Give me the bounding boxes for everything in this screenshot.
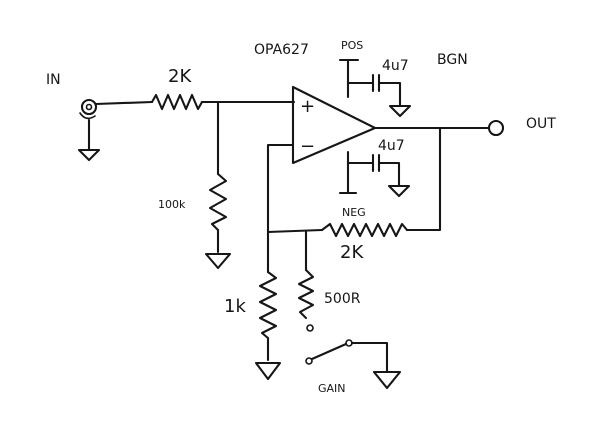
switch-resistor xyxy=(297,268,315,320)
noninverting-input-sign: + xyxy=(300,96,315,117)
input-resistor xyxy=(150,93,204,111)
switch-ground-symbol xyxy=(372,370,402,390)
wire-feedback-return xyxy=(405,126,442,232)
pulldown-ground-symbol xyxy=(204,228,232,270)
switch-resistor-terminal xyxy=(306,324,314,332)
input-resistor-label: 2K xyxy=(168,66,192,87)
gain-ground-resistor xyxy=(258,270,278,340)
switch-resistor-label: 500R xyxy=(324,291,361,307)
pos-cap-label: 4u7 xyxy=(382,58,409,74)
neg-rail-label: NEG xyxy=(342,206,366,219)
feedback-resistor-label: 2K xyxy=(340,242,364,263)
wire-inverting-input xyxy=(266,143,295,274)
neg-cap-ground-symbol xyxy=(387,184,411,198)
pos-cap-ground-wire xyxy=(377,81,402,108)
pulldown-resistor xyxy=(208,172,228,232)
pulldown-resistor-label: 100k xyxy=(158,198,186,211)
pos-cap-ground-symbol xyxy=(388,104,412,118)
neg-cap-ground-wire xyxy=(377,161,401,188)
gain-switch xyxy=(305,339,389,374)
output-label: OUT xyxy=(526,116,556,132)
opamp-triangle xyxy=(291,85,377,165)
input-ground-symbol xyxy=(77,118,101,162)
input-label: IN xyxy=(46,72,61,88)
gain-ground-symbol xyxy=(254,336,282,381)
input-jack xyxy=(79,98,98,120)
pos-rail-label: POS xyxy=(341,39,363,52)
opamp-part-label: OPA627 xyxy=(254,42,309,58)
gain-ground-resistor-label: 1k xyxy=(224,296,246,317)
switch-label: GAIN xyxy=(318,382,346,395)
feedback-resistor xyxy=(320,222,409,238)
note-label: BGN xyxy=(437,52,468,68)
neg-cap-label: 4u7 xyxy=(378,138,405,154)
wire-feedback-node xyxy=(266,228,324,234)
output-jack xyxy=(487,119,505,137)
inverting-input-sign: − xyxy=(300,136,315,157)
wire-input xyxy=(94,100,154,106)
